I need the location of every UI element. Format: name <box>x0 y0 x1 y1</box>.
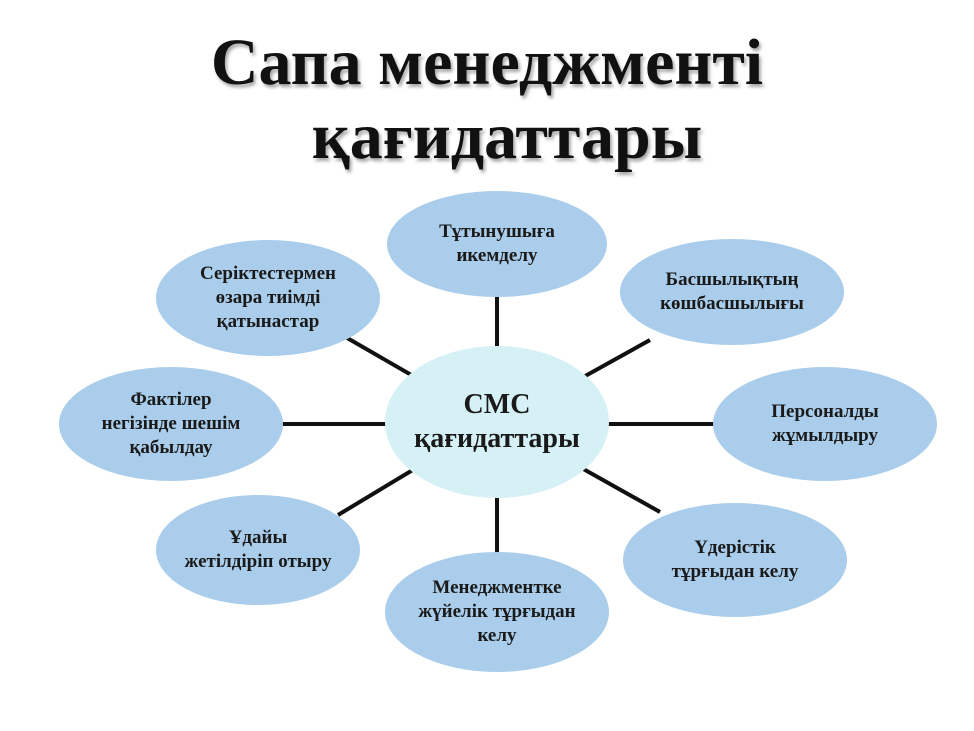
ellipse-supplier-relations <box>156 240 380 356</box>
outer-ellipses <box>59 191 937 672</box>
connector-continual-improvement <box>336 466 418 517</box>
connector-process-approach <box>577 464 661 514</box>
ellipse-process-approach <box>623 503 847 617</box>
center-ellipse <box>385 346 609 498</box>
page-title-line-2: қағидаттары <box>311 100 703 173</box>
ellipse-continual-improvement <box>156 495 360 605</box>
ellipse-leadership <box>620 239 844 345</box>
ellipse-system-approach <box>385 552 609 672</box>
connector-leadership <box>577 338 651 382</box>
ellipse-evidence-decisions <box>59 367 283 481</box>
ellipse-personnel-involvement <box>713 367 937 481</box>
page-title-line-1: Сапа менеджменті <box>210 26 764 99</box>
connector-supplier-relations <box>341 333 421 382</box>
connector-lines <box>276 290 722 556</box>
ellipse-customer-focus <box>387 191 607 297</box>
